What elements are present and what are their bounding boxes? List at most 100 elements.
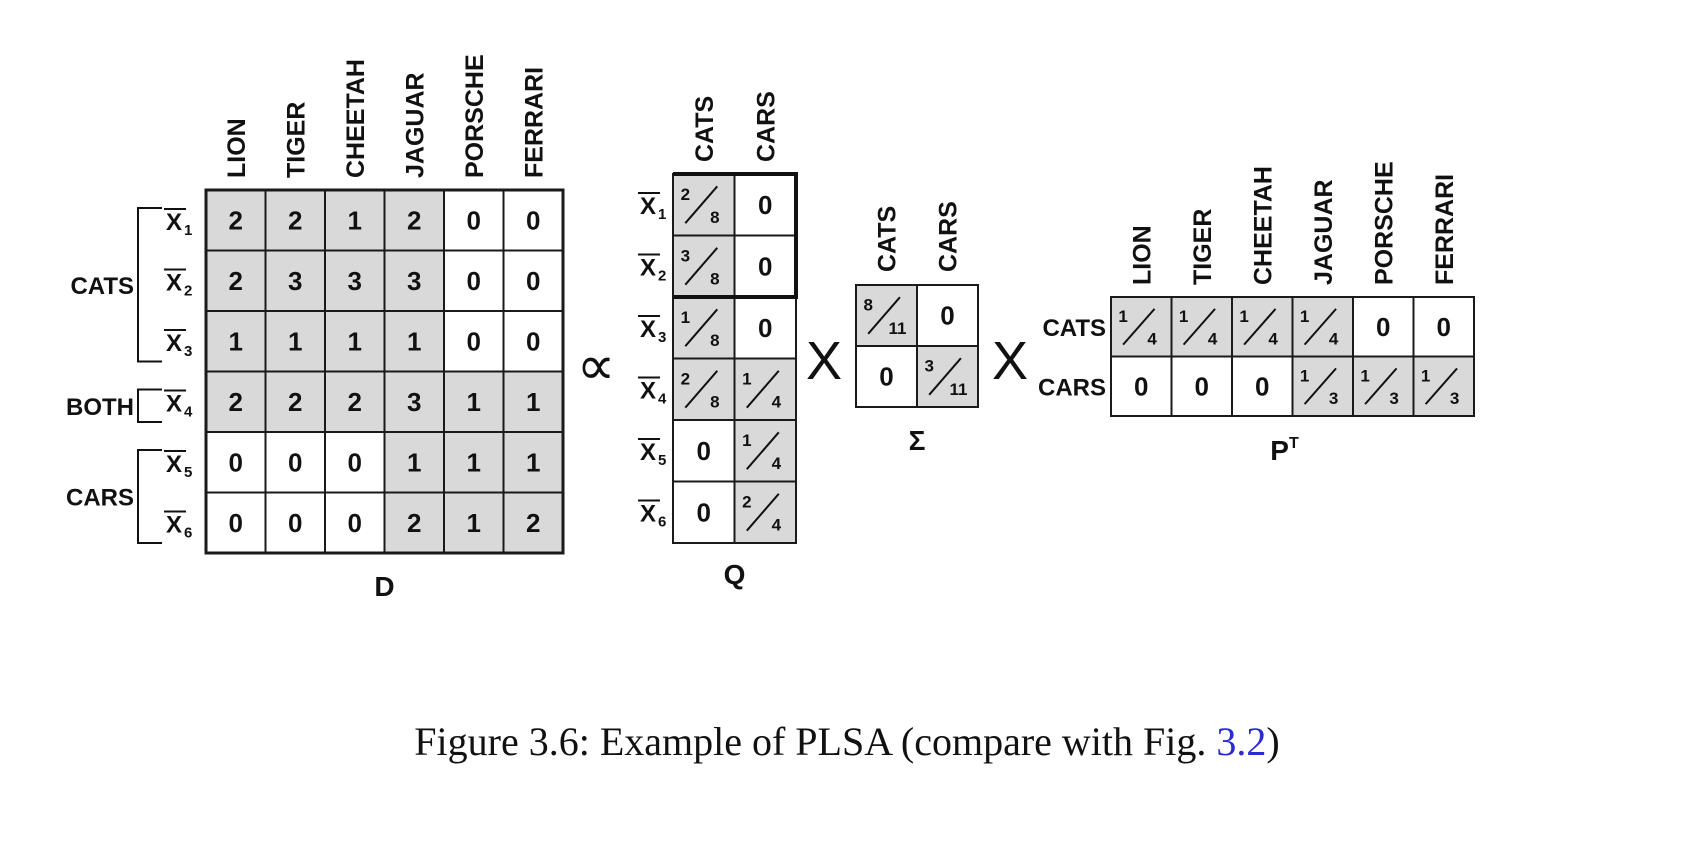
- matrix-pt-cell: [1291, 355, 1354, 417]
- caption-figure-ref-link[interactable]: 3.2: [1216, 719, 1267, 764]
- matrix-sigma-cell-fraction-numerator: 3: [924, 357, 933, 376]
- matrix-d-cell-value: 1: [407, 326, 421, 356]
- matrix-d-cell-value: 1: [229, 326, 243, 356]
- matrix-q-cell-fraction-denominator: 8: [710, 208, 719, 227]
- matrix-d-col-header: CHEETAH: [342, 59, 370, 178]
- matrix-d-cell-value: 2: [348, 387, 362, 417]
- matrix-q-cell-fraction-denominator: 8: [710, 331, 719, 350]
- matrix-d-cell-value: 2: [407, 205, 421, 235]
- matrix-pt-col-header: JAGUAR: [1310, 179, 1338, 285]
- matrix-q-cell: [672, 173, 736, 237]
- matrix-d-cell: [264, 370, 326, 433]
- matrix-pt-cell: [1231, 296, 1294, 358]
- matrix-d-cell-value: 0: [467, 326, 481, 356]
- matrix-d-cell-value: 1: [348, 205, 362, 235]
- matrix-q-row-label-subscript: 4: [658, 391, 667, 408]
- matrix-d-row-label-x: X: [166, 209, 182, 236]
- matrix-d-cell-value: 3: [407, 266, 421, 296]
- matrix-d-cell-value: 0: [467, 266, 481, 296]
- matrix-d-col-header: PORSCHE: [461, 54, 489, 178]
- matrix-q-cell-fraction: 24: [742, 492, 782, 534]
- matrix-d-cell: [205, 370, 267, 433]
- matrix-d-group-bracket-line: [137, 207, 162, 363]
- matrix-d-group-bracket: CARS: [66, 449, 162, 544]
- matrix-sigma-cell-fraction-denominator: 11: [949, 380, 967, 399]
- matrix-q-cell-fraction-numerator: 2: [742, 492, 751, 511]
- matrix-pt-cell-fraction: 13: [1421, 366, 1460, 408]
- matrix-q-col-header: CARS: [752, 91, 780, 162]
- matrix-q-cell-fraction: 18: [681, 308, 720, 350]
- matrix-d-row-label-subscript: 2: [184, 283, 192, 300]
- matrix-d-row-label-x: X: [166, 512, 182, 539]
- matrix-d-cell-value: 1: [288, 326, 302, 356]
- matrix-q-cell-fraction-denominator: 8: [710, 270, 719, 289]
- matrix-sigma-cell-fraction-slash: [928, 357, 962, 396]
- matrix-d-cell-value: 0: [526, 326, 540, 356]
- matrix-pt-cell-fraction-slash: [1424, 367, 1458, 405]
- matrix-pt-cell-fraction-numerator: 1: [1179, 307, 1188, 326]
- matrix-q-cell-fraction: 28: [681, 185, 720, 227]
- times-sign-1: X: [806, 331, 842, 391]
- matrix-q-cell-fraction: 14: [742, 431, 782, 473]
- matrix-q-cell-fraction-denominator: 4: [772, 393, 782, 412]
- matrix-q-cell-fraction-numerator: 3: [681, 246, 690, 265]
- matrix-d-cell-value: 3: [348, 266, 362, 296]
- matrix-q-cell-fraction-denominator: 4: [772, 454, 782, 473]
- matrix-d-group-bracket: BOTH: [66, 388, 162, 423]
- matrix-q-row-label-x: X: [640, 316, 656, 343]
- matrix-pt-cell-fraction-numerator: 1: [1421, 366, 1430, 385]
- matrix-d-col-header: TIGER: [282, 102, 310, 178]
- matrix-q-row-label-x: X: [640, 378, 656, 405]
- matrix-q-row-label-x: X: [640, 255, 656, 282]
- matrix-d-cell: [324, 370, 386, 433]
- matrix-pt-cell-fraction-denominator: 3: [1450, 389, 1459, 408]
- matrix-pt-cell-fraction-denominator: 4: [1268, 330, 1278, 349]
- matrix-sigma-cell-fraction-slash: [867, 296, 901, 335]
- matrix-pt-cell-fraction-numerator: 1: [1360, 366, 1369, 385]
- matrix-pt-row-label: CARS: [1038, 375, 1106, 402]
- matrix-q-row-label-subscript: 5: [658, 452, 666, 469]
- matrix-pt-cell-value: 0: [1255, 371, 1269, 401]
- matrix-d-group-label: CATS: [70, 273, 134, 300]
- matrix-q-row-label-x: X: [640, 501, 656, 528]
- matrix-q-row-label-subscript: 6: [658, 514, 666, 531]
- matrix-d-row-label-x: X: [166, 330, 182, 357]
- matrix-pt-cell: [1291, 296, 1354, 358]
- matrix-q-cell-fraction-numerator: 2: [681, 185, 690, 204]
- matrix-pt-row-label: CATS: [1042, 315, 1106, 342]
- matrix-sigma-cell-fraction: 811: [863, 296, 906, 338]
- matrix-d-row-label-x: X: [166, 391, 182, 418]
- matrix-sigma-cell-fraction: 3 11: [924, 357, 967, 399]
- caption-suffix: ): [1266, 719, 1280, 764]
- matrix-d-cell-value: 1: [348, 326, 362, 356]
- matrix-q-row-label-subscript: 1: [658, 206, 666, 223]
- matrix-pt-cell: [1110, 296, 1173, 358]
- matrix-pt-cell-value: 0: [1134, 371, 1148, 401]
- matrix-d-cell-value: 2: [229, 266, 243, 296]
- matrix-pt-cell-fraction: 14: [1239, 307, 1278, 349]
- matrix-q-row-label-subscript: 3: [658, 329, 666, 346]
- matrix-pt-col-header: PORSCHE: [1370, 161, 1398, 285]
- matrix-pt-cell-fraction: 14: [1179, 307, 1218, 349]
- matrix-d-cell-value: 0: [288, 447, 302, 477]
- matrix-d-cell-value: 2: [407, 508, 421, 538]
- matrix-q-name: Q: [724, 559, 746, 590]
- matrix-q-cell-fraction: 28: [681, 369, 720, 411]
- matrix-pt-cell: [1352, 296, 1415, 358]
- matrix-q-row-label-x: X: [640, 193, 656, 220]
- matrix-pt-cell-fraction-numerator: 1: [1118, 307, 1127, 326]
- matrix-q-cell: [733, 296, 797, 360]
- matrix-pt-cell-fraction-denominator: 3: [1329, 389, 1338, 408]
- matrix-d-cell-value: 0: [348, 447, 362, 477]
- matrix-sigma-col-header: CARS: [935, 201, 963, 272]
- matrix-d-group-bracket-line: [137, 388, 162, 423]
- matrix-q-cell-fraction-numerator: 1: [681, 308, 690, 327]
- matrix-pt-cell-fraction-slash: [1243, 308, 1277, 346]
- matrix-d-cell-value: 0: [526, 266, 540, 296]
